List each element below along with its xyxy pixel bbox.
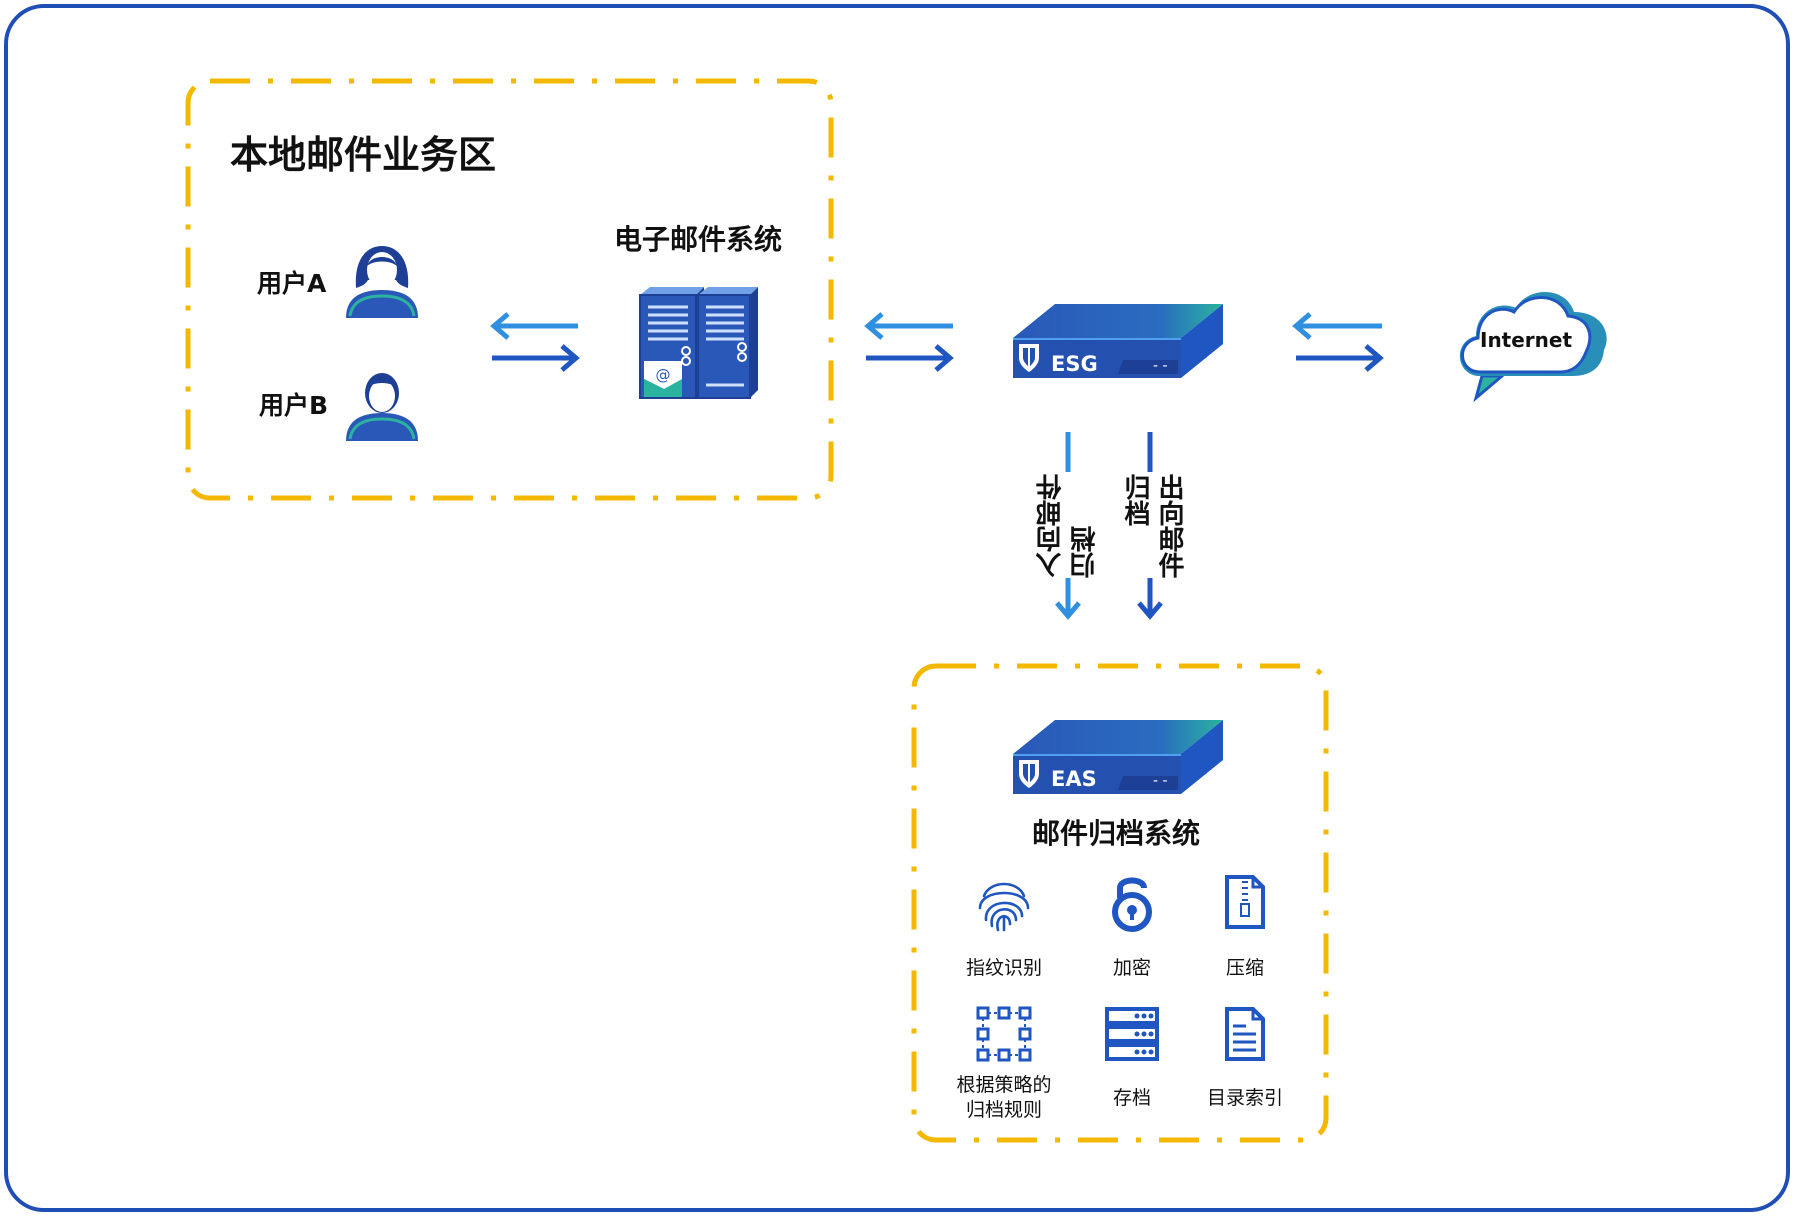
feature-label-compression: 压缩 — [1225, 957, 1264, 979]
local-zone-title: 本地邮件业务区 — [230, 133, 497, 177]
feature-label-fingerprint: 指纹识别 — [965, 957, 1042, 979]
user-male-icon — [346, 373, 418, 441]
feature-label-archive: 存档 — [1112, 1087, 1151, 1109]
policy-grid-icon — [976, 1006, 1032, 1062]
user-a-label: 用户A — [257, 269, 327, 298]
zip-file-icon — [1225, 875, 1265, 929]
eas-indicator: - - — [1153, 773, 1168, 789]
internet-label: Internet — [1480, 328, 1573, 352]
user-b-label: 用户B — [259, 391, 329, 420]
fingerprint-icon — [978, 882, 1030, 932]
eas-badge: EAS — [1051, 767, 1097, 791]
padlock-icon — [1112, 877, 1152, 932]
feature-label-encryption: 加密 — [1112, 957, 1151, 979]
esg-badge: ESG — [1051, 352, 1098, 376]
email-server-icon: @ — [639, 287, 758, 399]
user-female-icon — [346, 246, 418, 318]
diagram-frame — [4, 4, 1790, 1212]
svg-text:@: @ — [656, 366, 671, 384]
internet-cloud-icon — [1459, 291, 1607, 403]
eas-appliance-icon — [1013, 720, 1223, 794]
esg-indicator: - - — [1153, 358, 1168, 374]
esg-appliance-icon — [1013, 304, 1223, 378]
email-system-label: 电子邮件系统 — [614, 223, 783, 256]
feature-label-directory-index: 目录索引 — [1206, 1087, 1283, 1109]
feature-label-policy-rules: 根据策略的 归档规则 — [956, 1074, 1052, 1121]
archive-system-title: 邮件归档系统 — [1032, 817, 1201, 850]
storage-server-icon — [1105, 1007, 1159, 1061]
document-index-icon — [1225, 1007, 1265, 1061]
outbound-archive-label: 出向邮件归档 — [1120, 474, 1184, 578]
